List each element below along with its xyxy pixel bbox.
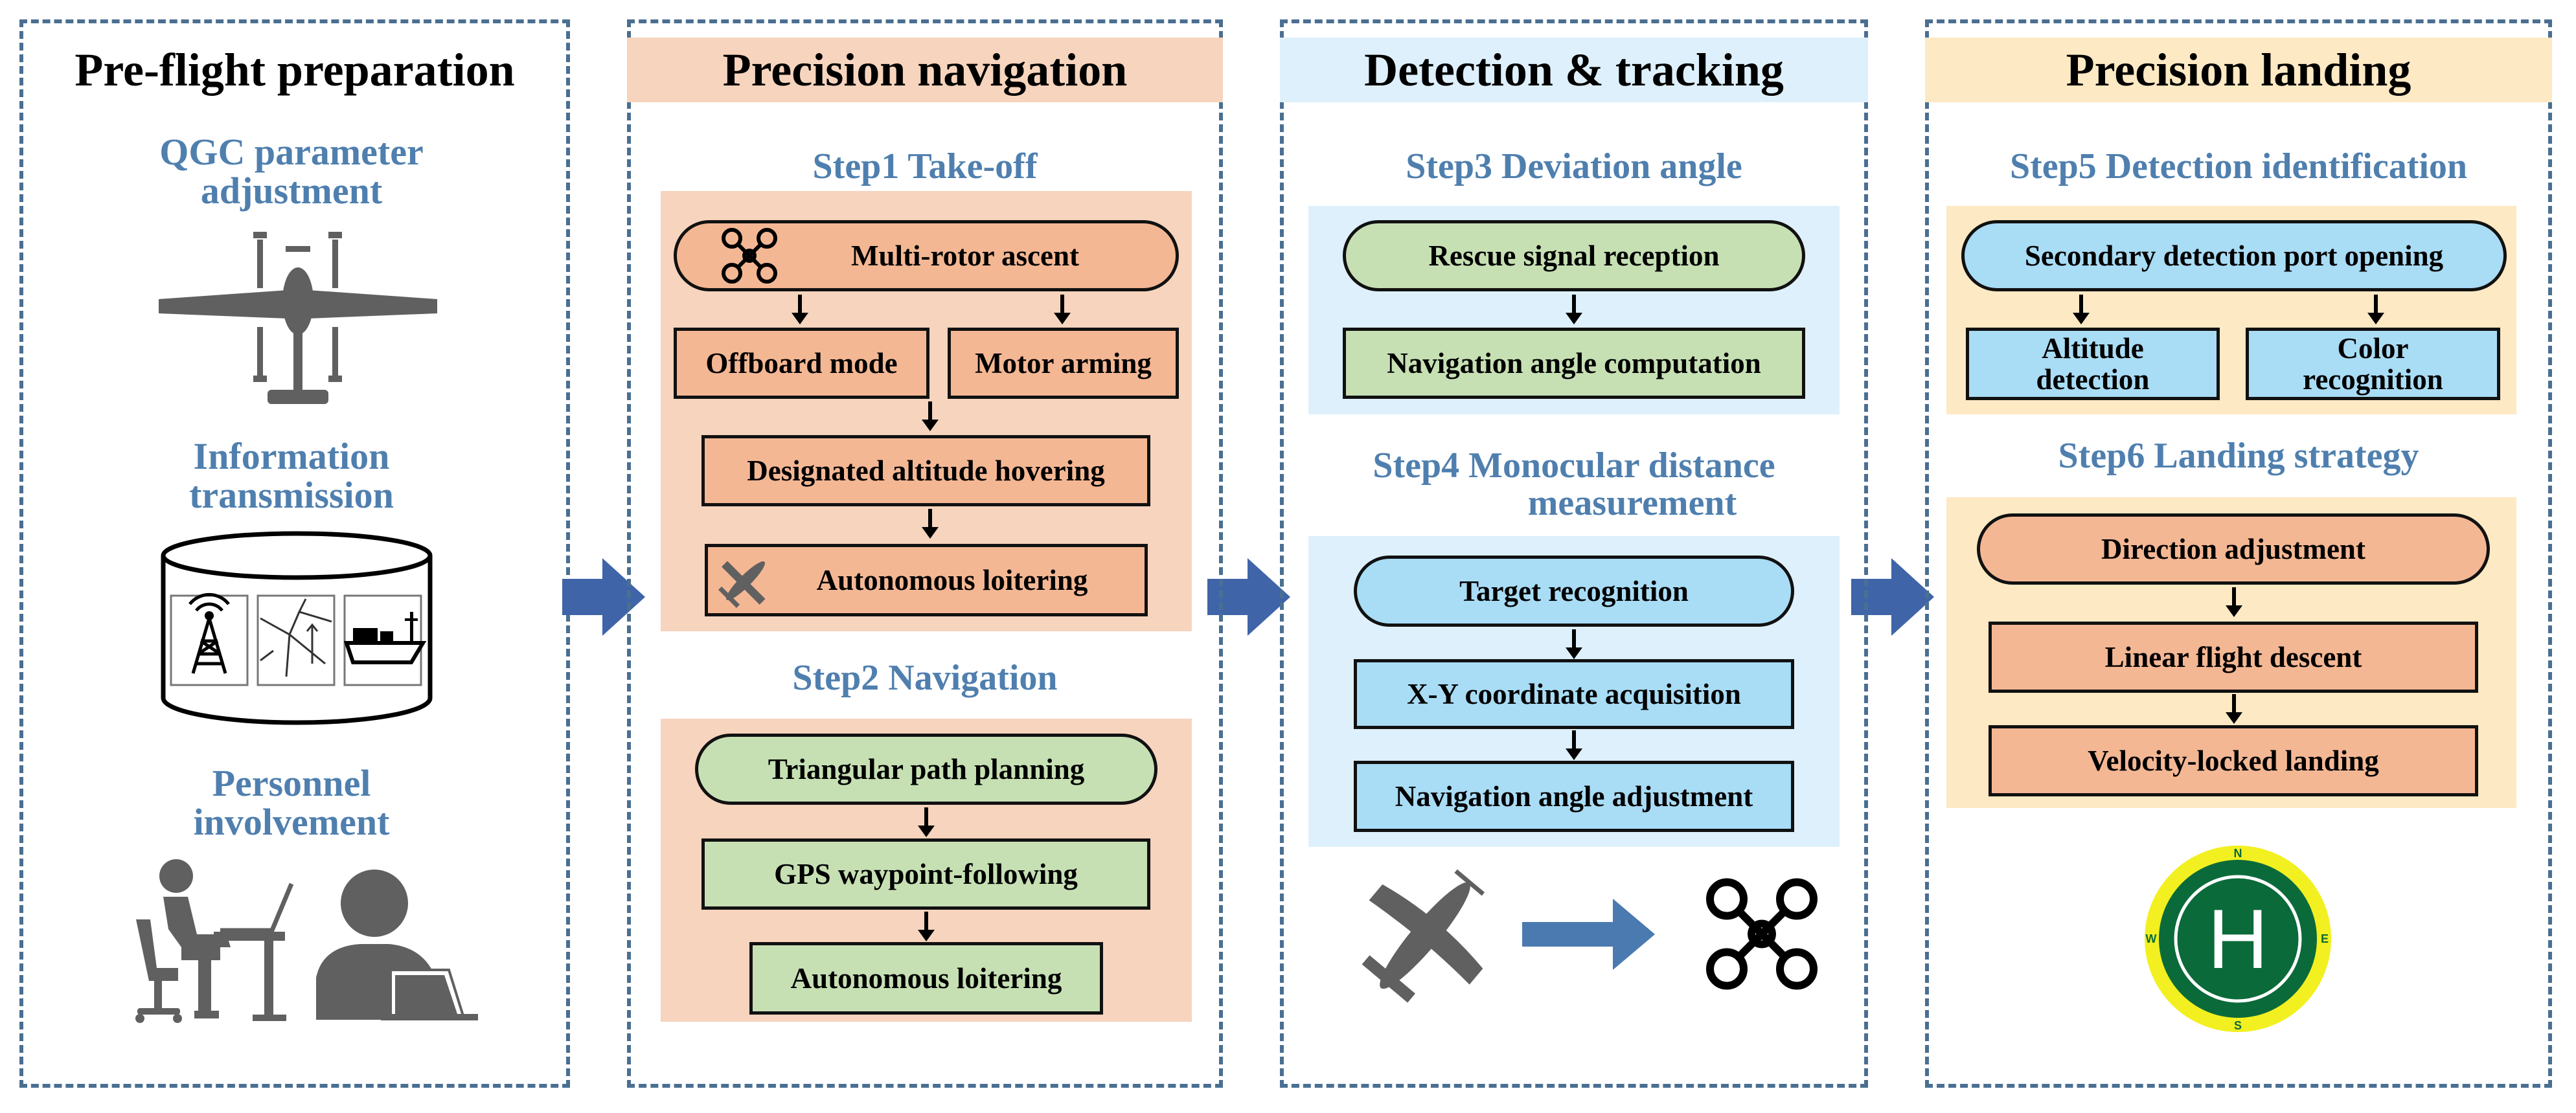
qgc-parameter-label: QGC parameter adjustment — [159, 131, 424, 212]
quadcopter-large-icon — [1706, 878, 1818, 990]
multi-rotor-ascent-box: Multi-rotor ascent — [674, 220, 1179, 291]
flow-arrow-3 — [1851, 558, 1934, 636]
direction-adjustment-box: Direction adjustment — [1977, 513, 2490, 585]
vtol-aircraft-icon — [159, 232, 437, 404]
linear-flight-descent-box: Linear flight descent — [1989, 622, 2478, 693]
autonomous-loitering-text-1: Autonomous loitering — [816, 564, 1088, 596]
arrow-to-loitering-1 — [922, 509, 939, 539]
motor-arming-box: Motor arming — [948, 328, 1179, 399]
arrow-to-loitering-2 — [918, 912, 935, 941]
rescue-signal-reception-box: Rescue signal reception — [1343, 220, 1805, 291]
arrow-to-color-recognition — [2367, 295, 2384, 324]
airplane-icon — [1362, 869, 1485, 1003]
helipad-e: E — [2321, 932, 2329, 945]
autonomous-loitering-box-1: Autonomous loitering — [705, 544, 1148, 616]
detection-title: Detection & tracking — [1280, 38, 1868, 102]
navigation-angle-adjustment-box: Navigation angle adjustment — [1354, 761, 1794, 832]
landing-title: Precision landing — [1925, 38, 2552, 102]
arrow-to-xy — [1566, 629, 1582, 659]
panel-navigation — [627, 19, 1223, 1088]
helipad-icon: H N S W E — [2145, 846, 2331, 1032]
target-recognition-box: Target recognition — [1354, 556, 1794, 627]
ship-icon — [343, 612, 427, 664]
triangular-path-planning-box: Triangular path planning — [695, 734, 1157, 805]
step4-label-line2: measurement — [1527, 483, 1737, 523]
information-transmission-label: Information transmission — [189, 435, 394, 516]
step4-label-line1: Step4 Monocular distance — [1373, 445, 1775, 486]
color-recognition-box: Color recognition — [2246, 328, 2500, 400]
xy-coordinate-acquisition-box: X-Y coordinate acquisition — [1354, 659, 1794, 729]
arrow-to-angle-computation — [1566, 295, 1582, 324]
arrow-ascent-to-arming — [1054, 295, 1071, 324]
designated-altitude-hovering-box: Designated altitude hovering — [701, 435, 1150, 506]
helipad-s: S — [2234, 1019, 2242, 1032]
step2-label: Step2 Navigation — [792, 658, 1058, 698]
helipad-h: H — [2207, 892, 2268, 986]
personnel-involvement-label: Personnel involvement — [193, 762, 390, 843]
panel-detection — [1280, 19, 1868, 1088]
step6-label: Step6 Landing strategy — [2058, 436, 2419, 476]
preflight-title: Pre-flight preparation — [74, 43, 515, 96]
secondary-detection-port-box: Secondary detection port opening — [1961, 220, 2507, 291]
offboard-mode-box: Offboard mode — [674, 328, 929, 399]
step5-label: Step5 Detection identification — [2009, 146, 2468, 186]
tower-icon — [188, 592, 230, 674]
navigation-angle-computation-box: Navigation angle computation — [1343, 328, 1805, 399]
navigation-title: Precision navigation — [627, 38, 1223, 102]
helipad-w: W — [2146, 932, 2157, 945]
altitude-detection-box: Altitude detection — [1966, 328, 2220, 400]
helipad-n: N — [2234, 847, 2242, 860]
arrow-to-altitude-detection — [2073, 295, 2090, 324]
arrow-to-hovering — [922, 401, 939, 431]
gps-waypoint-following-box: GPS waypoint-following — [701, 838, 1150, 910]
flow-arrow-1 — [562, 558, 645, 636]
laptop-person-icon — [316, 870, 478, 1020]
airplane-small-icon — [718, 561, 766, 609]
panel-preflight — [19, 19, 570, 1088]
flow-arrow-2 — [1207, 558, 1290, 636]
step1-label: Step1 Take-off — [812, 146, 1038, 186]
autonomous-loitering-box-2: Autonomous loitering — [749, 942, 1103, 1015]
map-icon — [260, 598, 332, 677]
panel-landing — [1925, 19, 2552, 1088]
direction-arrow-icon — [1522, 899, 1655, 970]
arrow-to-angle-adjustment — [1566, 730, 1582, 760]
velocity-locked-landing-box: Velocity-locked landing — [1989, 725, 2478, 796]
desk-person-icon — [135, 859, 294, 1023]
multi-rotor-ascent-text: Multi-rotor ascent — [850, 240, 1079, 272]
arrow-to-gps — [918, 807, 935, 837]
arrow-ascent-to-offboard — [792, 295, 808, 324]
step3-label: Step3 Deviation angle — [1406, 146, 1742, 186]
quadcopter-icon — [722, 228, 777, 284]
arrow-to-linear-descent — [2226, 587, 2242, 617]
arrow-to-velocity-landing — [2226, 694, 2242, 724]
